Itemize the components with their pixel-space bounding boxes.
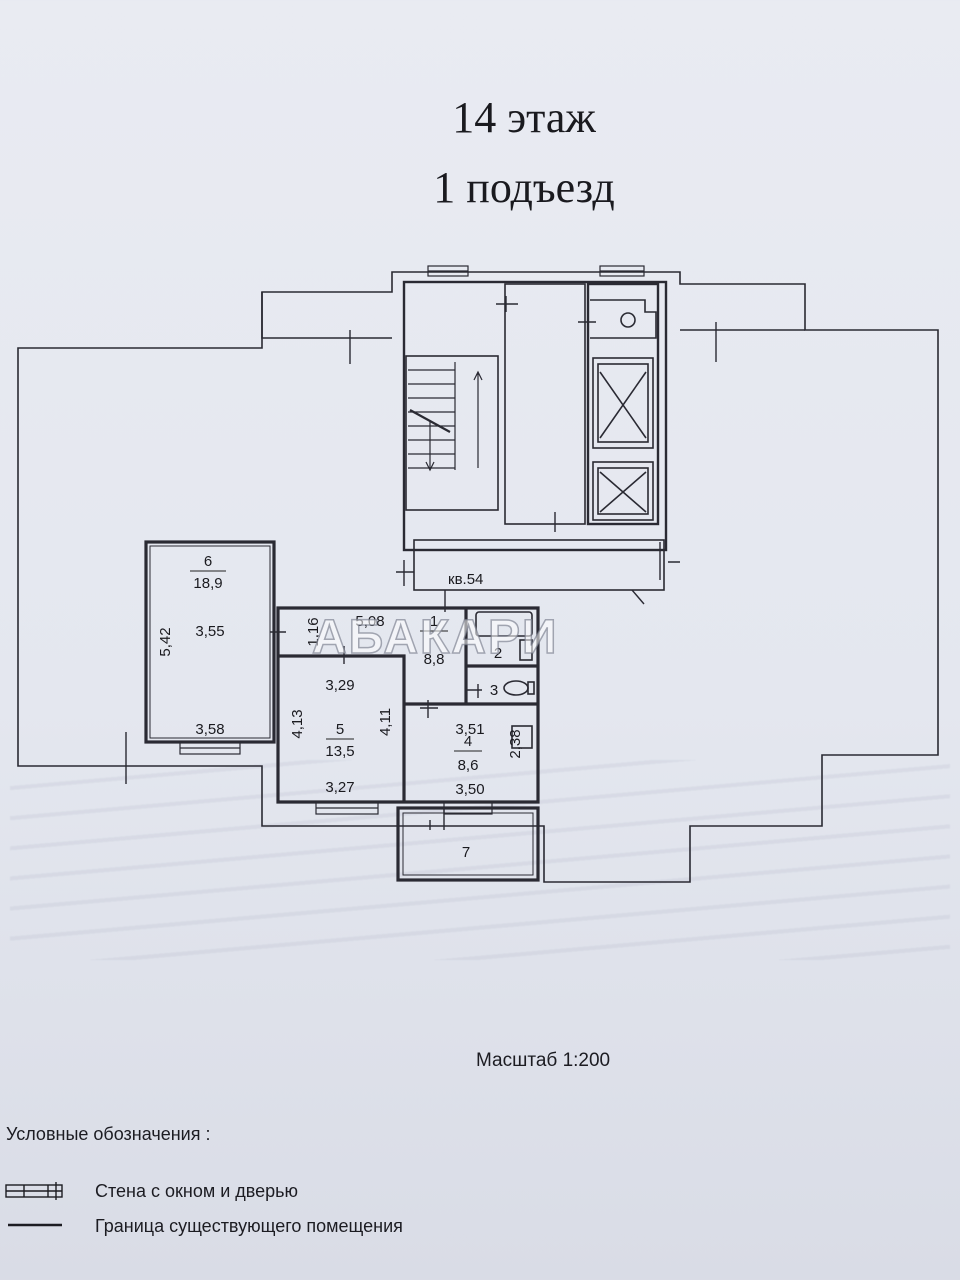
entrance-title: 1 подъезд	[433, 163, 615, 212]
door-ticks	[125, 296, 717, 830]
elevator-2-cross	[599, 471, 647, 513]
wall-window-door-symbol	[5, 1182, 63, 1200]
lobby	[413, 539, 665, 591]
stair-shaft	[405, 355, 499, 511]
room-6-number: 6	[204, 553, 212, 570]
legend-row-boundary: Граница существующего помещения	[0, 1214, 460, 1240]
room-6-inner	[149, 545, 271, 739]
bleed-through-texture	[10, 760, 950, 960]
dim-room5-right: 4,11	[377, 708, 394, 736]
drain-symbol	[620, 312, 636, 328]
balcony-line-left	[261, 292, 392, 339]
legend-row-wall: Стена с окном и дверью	[0, 1178, 400, 1204]
elevator-1-cross	[599, 371, 647, 439]
toilet-tank	[527, 681, 535, 695]
dim-room5-top: 3,29	[325, 677, 354, 694]
toilet-symbol	[503, 680, 529, 696]
wet-zone-partition	[464, 608, 538, 704]
kitchen-sink-symbol	[511, 725, 533, 749]
windows	[179, 265, 645, 815]
elevator-1-inner	[597, 363, 649, 443]
room-1-number: 1	[430, 613, 438, 630]
floor-title: 14 этаж	[452, 93, 596, 142]
dim-room6-height: 5,42	[157, 627, 174, 656]
elevator-2	[592, 461, 654, 521]
apartment-label: кв.54	[448, 571, 483, 588]
boundary-line-symbol	[8, 1223, 62, 1227]
dim-room6-width: 3,55	[195, 623, 224, 640]
dim-room5-left: 4,13	[289, 709, 306, 738]
room-3-number: 3	[490, 682, 498, 699]
room-4-area: 8,6	[458, 757, 479, 774]
corridor-partition	[278, 654, 406, 802]
loggia-7-inner	[402, 812, 534, 876]
scale-label: Масштаб 1:200	[476, 1050, 611, 1071]
dim-room5-bottom: 3,27	[325, 779, 354, 796]
room-1-area: 8,8	[424, 651, 445, 668]
elevator-block	[586, 282, 660, 526]
dim-corridor-height: 1,16	[305, 617, 322, 646]
corridor-shaft	[504, 283, 586, 525]
room-5-area: 13,5	[325, 743, 354, 760]
building-outline	[17, 271, 939, 883]
stair-treads	[408, 362, 483, 472]
dim-room4-top: 3,51	[455, 721, 484, 738]
floor-plan: 6 18,9 1 8,8 2 3 5 13,5 4 8,6 7 кв.54 5,…	[17, 265, 939, 883]
sink-symbol	[519, 639, 533, 661]
dim-corridor-width: 5,08	[355, 613, 384, 630]
elevator-2-inner	[597, 467, 649, 515]
dim-room4-height: 2,38	[507, 729, 524, 758]
room-6-area: 18,9	[193, 575, 222, 592]
dim-room6-bottom: 3,58	[195, 721, 224, 738]
elevator-1	[592, 357, 654, 449]
legend-label-wall: Стена с окном и дверью	[95, 1181, 299, 1201]
watermark-logo: АБАКАРИ	[311, 610, 559, 665]
room-7-number: 7	[462, 844, 470, 861]
legend-title: Условные обозначения :	[6, 1124, 211, 1144]
shaft-partition	[590, 299, 657, 339]
room-5-number: 5	[336, 721, 344, 738]
apartment-wall	[276, 606, 540, 804]
bathtub-symbol	[475, 611, 533, 637]
room-4-number: 4	[464, 733, 472, 750]
core-wall	[402, 280, 668, 552]
legend-label-boundary: Граница существующего помещения	[95, 1216, 403, 1236]
room-2-number: 2	[494, 645, 502, 662]
dim-room4-bottom: 3,50	[455, 781, 484, 798]
